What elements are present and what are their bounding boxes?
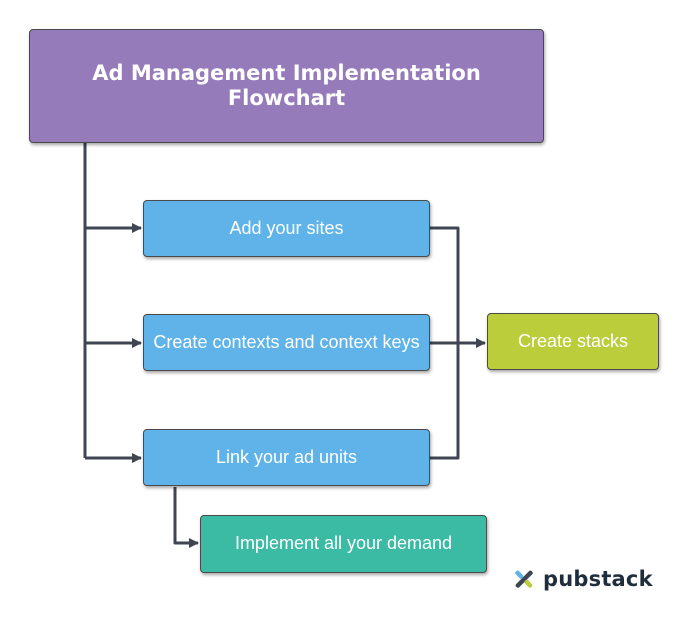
step-create-stacks-label: Create stacks [517,330,629,351]
step-create-contexts[interactable]: Create contexts and context keys [143,314,430,371]
step-implement-demand[interactable]: Implement all your demand [200,515,487,573]
pubstack-logo-icon [515,570,533,588]
pubstack-logo-text: pubstack [543,567,653,591]
step-create-contexts-label: Create contexts and context keys [153,331,420,352]
step-create-stacks[interactable]: Create stacks [487,313,659,370]
step-link-ad-units[interactable]: Link your ad units [143,429,430,486]
merge-from-add-sites [430,226,460,343]
step-add-sites[interactable]: Add your sites [143,200,430,257]
pubstack-logo: pubstack [511,563,653,595]
step-add-sites-label: Add your sites [229,217,344,238]
merge-from-link-ad-units [430,343,460,460]
step-implement-demand-label: Implement all your demand [234,533,453,554]
arrow-to-implement-demand [173,487,199,548]
flowchart-title: Ad Management Implementation Flowchart [29,29,544,143]
step-link-ad-units-label: Link your ad units [215,446,358,467]
